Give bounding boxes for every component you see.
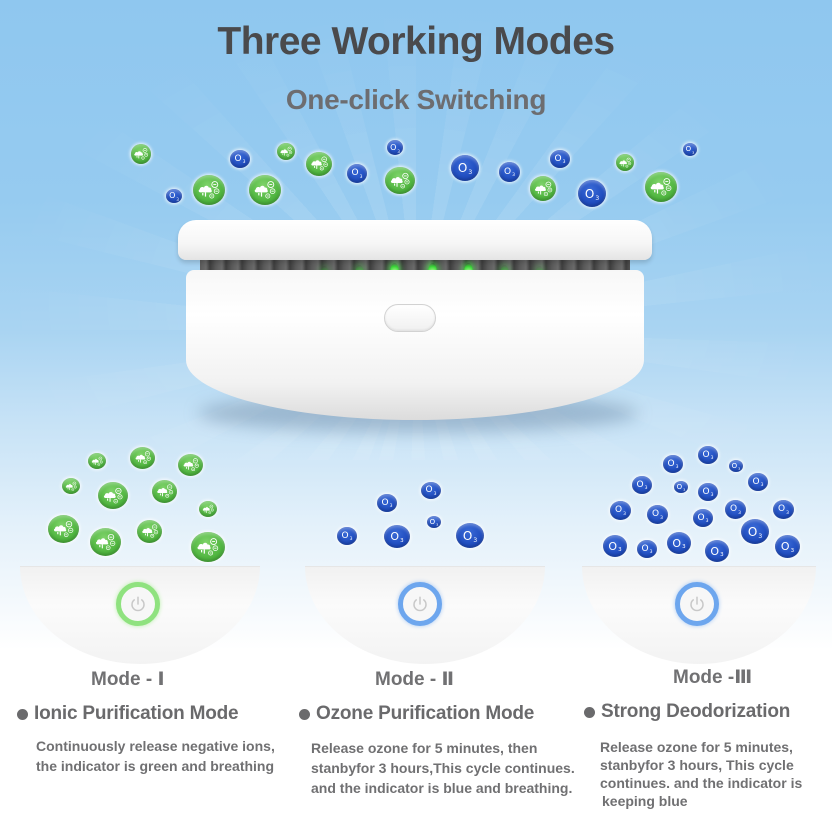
negative-ion-bubble bbox=[178, 454, 203, 476]
mode-2-indicator-ring bbox=[398, 582, 442, 626]
ion-icon bbox=[140, 522, 160, 540]
ion-icon bbox=[618, 156, 632, 170]
negative-ion-bubble bbox=[90, 528, 121, 556]
negative-ion-bubble bbox=[131, 144, 151, 164]
ion-icon bbox=[101, 485, 125, 507]
ion-icon bbox=[533, 179, 554, 199]
device-body bbox=[186, 270, 644, 420]
negative-ion-bubble bbox=[616, 154, 634, 171]
mode-2-description: Release ozone for 5 minutes, then stanby… bbox=[311, 740, 575, 796]
negative-ion-bubble bbox=[306, 152, 332, 176]
mode-3-indicator-ring bbox=[675, 582, 719, 626]
negative-ion-bubble bbox=[530, 176, 556, 201]
mode-3-description: Release ozone for 5 minutes, stanbyfor 3… bbox=[600, 739, 803, 809]
page-subtitle: One-click Switching bbox=[285, 84, 547, 115]
negative-ion-bubble bbox=[191, 532, 225, 562]
ion-icon bbox=[388, 170, 412, 192]
negative-ion-bubble bbox=[98, 482, 128, 509]
device-mode-button[interactable] bbox=[384, 304, 436, 332]
ion-icon bbox=[196, 178, 222, 202]
ion-icon bbox=[181, 456, 201, 474]
ion-icon bbox=[90, 455, 104, 468]
negative-ion-bubble bbox=[48, 515, 79, 543]
page-title: Three Working Modes bbox=[217, 20, 615, 63]
air-purifier-device bbox=[178, 218, 652, 433]
negative-ion-bubble bbox=[88, 453, 106, 469]
mode-1-name: Ionic Purification Mode bbox=[17, 703, 239, 725]
mode-1-label: Mode - Ⅰ bbox=[91, 669, 165, 690]
ion-icon bbox=[155, 482, 175, 500]
negative-ion-bubble bbox=[137, 520, 162, 543]
device-lid bbox=[178, 220, 652, 260]
ion-icon bbox=[51, 518, 76, 540]
power-icon bbox=[688, 595, 706, 613]
ion-icon bbox=[194, 535, 221, 559]
ion-icon bbox=[648, 175, 674, 199]
ion-icon bbox=[279, 145, 293, 159]
ion-icon bbox=[64, 480, 78, 493]
ion-icon bbox=[133, 449, 153, 467]
ion-icon bbox=[252, 178, 278, 202]
negative-ion-bubble bbox=[62, 478, 80, 494]
negative-ion-bubble bbox=[193, 175, 225, 205]
bullet-icon bbox=[584, 706, 595, 718]
negative-ion-bubble bbox=[249, 175, 281, 205]
mode-1-description: Continuously release negative ions, the … bbox=[36, 738, 275, 774]
ion-icon bbox=[309, 154, 330, 173]
power-icon bbox=[129, 595, 147, 613]
ion-icon bbox=[93, 531, 118, 553]
negative-ion-bubble bbox=[130, 447, 155, 469]
negative-ion-bubble bbox=[385, 167, 415, 194]
negative-ion-bubble bbox=[152, 480, 177, 503]
ion-icon bbox=[201, 503, 215, 516]
mode-3-name: Strong Deodorization bbox=[584, 701, 790, 723]
negative-ion-bubble bbox=[199, 501, 217, 517]
negative-ion-bubble bbox=[645, 172, 677, 202]
bullet-icon bbox=[299, 708, 310, 720]
ion-icon bbox=[133, 146, 149, 162]
mode-2-label: Mode - Ⅱ bbox=[375, 669, 455, 690]
power-icon bbox=[411, 595, 429, 613]
mode-3-label: Mode -Ⅲ bbox=[673, 667, 753, 688]
negative-ion-bubble bbox=[277, 143, 295, 160]
bullet-icon bbox=[17, 708, 28, 720]
mode-2-name: Ozone Purification Mode bbox=[299, 703, 534, 725]
mode-1-indicator-ring bbox=[116, 582, 160, 626]
